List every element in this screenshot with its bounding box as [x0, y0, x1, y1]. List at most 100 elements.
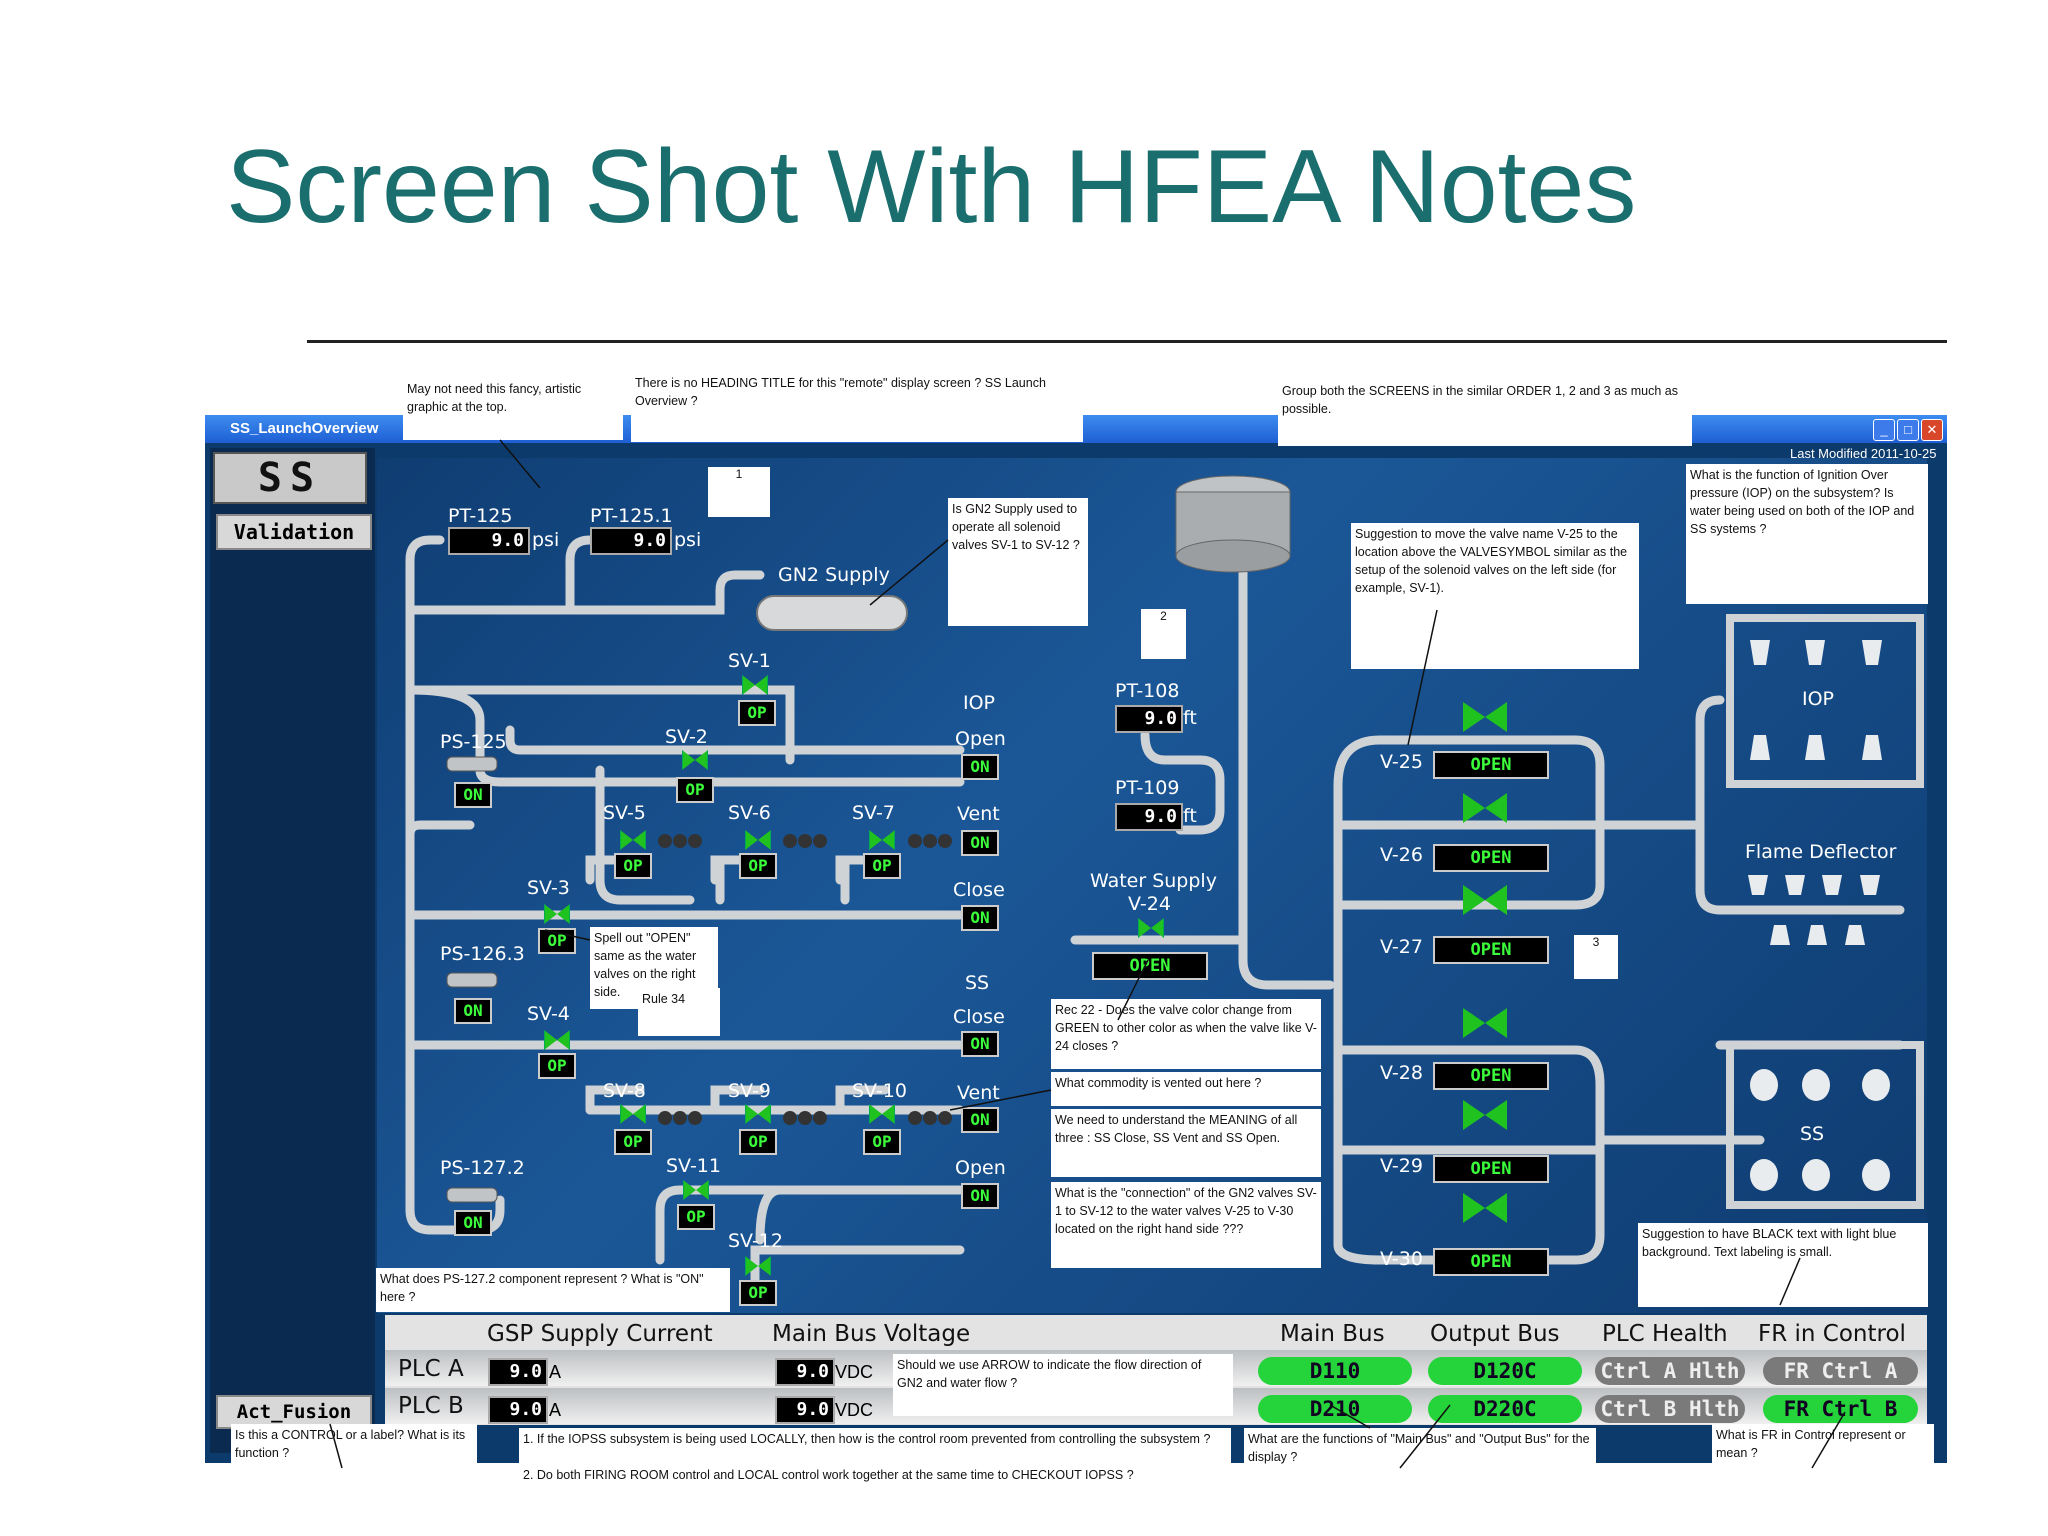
- sv11-label: SV-11: [666, 1155, 721, 1177]
- plc-a-voltage: 9.0: [775, 1358, 835, 1386]
- ss-logo: SS: [213, 452, 367, 504]
- note-heading-title: There is no HEADING TITLE for this "remo…: [631, 372, 1083, 442]
- plc-b-voltage: 9.0: [775, 1396, 835, 1424]
- v29-indicator[interactable]: OPEN: [1433, 1155, 1549, 1183]
- pt109-value: 9.0: [1115, 803, 1183, 831]
- note-local-control-1: 1. If the IOPSS subsystem is being used …: [519, 1428, 1231, 1468]
- iop-fixture-label: IOP: [1802, 688, 1835, 710]
- note-fr-in-control: What is FR in Control represent or mean …: [1712, 1424, 1934, 1466]
- sv3-indicator[interactable]: OP: [538, 928, 576, 954]
- sv8-label: SV-8: [603, 1080, 646, 1102]
- note-group-screens: Group both the SCREENS in the similar OR…: [1278, 380, 1692, 446]
- ss-header: SS: [965, 972, 990, 994]
- sv12-label: SV-12: [728, 1230, 783, 1252]
- ps1272-indicator[interactable]: ON: [454, 1210, 492, 1236]
- pt108-unit: ft: [1183, 707, 1197, 729]
- slide-title: Screen Shot With HFEA Notes: [226, 129, 1637, 245]
- plc-b-health[interactable]: Ctrl B Hlth: [1595, 1395, 1745, 1423]
- iop-header: IOP: [963, 692, 996, 714]
- maximize-icon[interactable]: □: [1897, 419, 1919, 441]
- sv5-label: SV-5: [603, 802, 646, 824]
- pt125-value: 9.0: [448, 527, 530, 555]
- v24-indicator[interactable]: OPEN: [1092, 952, 1208, 980]
- sv5-indicator[interactable]: OP: [614, 853, 652, 879]
- v28-indicator[interactable]: OPEN: [1433, 1062, 1549, 1090]
- note-move-valve-name: Suggestion to move the valve name V-25 t…: [1351, 523, 1639, 669]
- plc-b-current-unit: A: [549, 1400, 562, 1420]
- sv1-indicator[interactable]: OP: [738, 700, 776, 726]
- ps1263-indicator[interactable]: ON: [454, 998, 492, 1024]
- water-supply-label: Water Supply: [1090, 870, 1217, 892]
- v30-indicator[interactable]: OPEN: [1433, 1248, 1549, 1276]
- sv11-indicator[interactable]: OP: [677, 1204, 715, 1230]
- sv2-label: SV-2: [665, 726, 708, 748]
- plc-b-main-bus[interactable]: D210: [1258, 1395, 1412, 1423]
- ss-close-label: Close: [953, 1006, 1005, 1028]
- sv9-indicator[interactable]: OP: [739, 1129, 777, 1155]
- ps1263-label: PS-126.3: [440, 943, 525, 965]
- act-fusion-button[interactable]: Act_Fusion: [216, 1395, 372, 1429]
- plc-b-fr-control[interactable]: FR Ctrl B: [1763, 1395, 1918, 1423]
- ss-open-label: Open: [955, 1157, 1006, 1179]
- pt1251-label: PT-125.1: [590, 505, 673, 527]
- sv6-indicator[interactable]: OP: [739, 853, 777, 879]
- ss-fixture-label: SS: [1800, 1123, 1825, 1145]
- plc-a-current-unit: A: [549, 1362, 562, 1382]
- plc-b-output-bus[interactable]: D220C: [1428, 1395, 1582, 1423]
- output-bus-header: Output Bus: [1430, 1321, 1560, 1347]
- v26-indicator[interactable]: OPEN: [1433, 844, 1549, 872]
- main-bus-header: Main Bus: [1280, 1321, 1385, 1347]
- left-nav-panel: [210, 448, 375, 1453]
- sv2-indicator[interactable]: OP: [676, 777, 714, 803]
- note-meaning-three: We need to understand the MEANING of all…: [1051, 1109, 1321, 1177]
- plc-health-header: PLC Health: [1602, 1321, 1728, 1347]
- v29-label: V-29: [1380, 1155, 1423, 1177]
- iop-vent-indicator[interactable]: ON: [961, 830, 999, 856]
- last-modified-text: Last Modified 2011-10-25: [1790, 446, 1937, 461]
- iop-close-indicator[interactable]: ON: [961, 905, 999, 931]
- note-valve-connection: What is the "connection" of the GN2 valv…: [1051, 1182, 1321, 1268]
- note-iop-function: What is the function of Ignition Over pr…: [1686, 464, 1928, 604]
- sv8-indicator[interactable]: OP: [614, 1129, 652, 1155]
- ss-close-indicator[interactable]: ON: [961, 1031, 999, 1057]
- pt108-label: PT-108: [1115, 680, 1180, 702]
- plc-a-health[interactable]: Ctrl A Hlth: [1595, 1357, 1745, 1385]
- sv3-label: SV-3: [527, 877, 570, 899]
- note-main-output-bus: What are the functions of "Main Bus" and…: [1244, 1428, 1596, 1470]
- note-flow-arrow: Should we use ARROW to indicate the flow…: [893, 1354, 1233, 1416]
- v28-label: V-28: [1380, 1062, 1423, 1084]
- sv12-indicator[interactable]: OP: [739, 1280, 777, 1306]
- note-gn2-supply: Is GN2 Supply used to operate all soleno…: [948, 498, 1088, 626]
- plc-a-output-bus[interactable]: D120C: [1428, 1357, 1582, 1385]
- v25-indicator[interactable]: OPEN: [1433, 751, 1549, 779]
- close-icon[interactable]: ✕: [1921, 419, 1943, 441]
- ps1272-label: PS-127.2: [440, 1157, 525, 1179]
- flame-deflector-label: Flame Deflector: [1745, 841, 1897, 863]
- sv10-indicator[interactable]: OP: [863, 1129, 901, 1155]
- v27-indicator[interactable]: OPEN: [1433, 936, 1549, 964]
- ss-vent-indicator[interactable]: ON: [961, 1107, 999, 1133]
- sv1-label: SV-1: [728, 650, 771, 672]
- pt1251-unit: psi: [674, 529, 702, 551]
- ss-open-indicator[interactable]: ON: [961, 1183, 999, 1209]
- v24-label: V-24: [1128, 893, 1171, 915]
- sv6-label: SV-6: [728, 802, 771, 824]
- plc-a-fr-control[interactable]: FR Ctrl A: [1763, 1357, 1918, 1385]
- iop-open-indicator[interactable]: ON: [961, 754, 999, 780]
- note-vented-commodity: What commodity is vented out here ?: [1051, 1072, 1321, 1106]
- validation-button[interactable]: Validation: [216, 514, 372, 550]
- note-local-control-2: 2. Do both FIRING ROOM control and LOCAL…: [519, 1464, 1231, 1488]
- note-rec22-color: Rec 22 - Does the valve color change fro…: [1051, 999, 1321, 1069]
- ss-vent-label: Vent: [957, 1082, 1000, 1104]
- ps125-indicator[interactable]: ON: [454, 782, 492, 808]
- plc-b-voltage-unit: VDC: [835, 1400, 874, 1420]
- plc-a-voltage-unit: VDC: [835, 1362, 874, 1382]
- sv7-indicator[interactable]: OP: [863, 853, 901, 879]
- plc-a-main-bus[interactable]: D110: [1258, 1357, 1412, 1385]
- minimize-icon[interactable]: _: [1873, 419, 1895, 441]
- note-black-text: Suggestion to have BLACK text with light…: [1638, 1223, 1928, 1307]
- sv4-indicator[interactable]: OP: [538, 1053, 576, 1079]
- note-rule-34: Rule 34: [638, 988, 720, 1036]
